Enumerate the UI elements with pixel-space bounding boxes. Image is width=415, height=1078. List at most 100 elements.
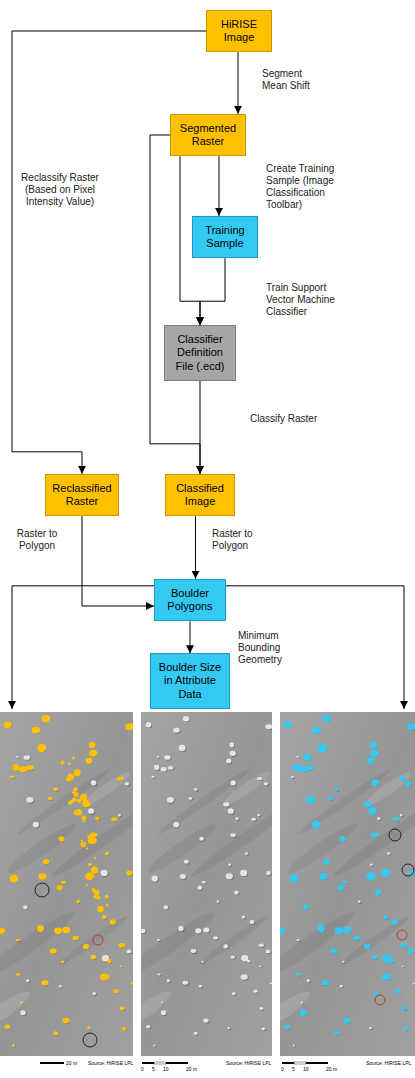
classified-boulder [370, 750, 379, 757]
reclassified-boulder [89, 742, 95, 748]
classified-boulder [318, 744, 327, 753]
boulder [188, 797, 192, 800]
classified-boulder [399, 777, 406, 781]
boulder-shadow [230, 752, 236, 757]
terrain-streak [144, 819, 220, 878]
reclassified-boulder [81, 842, 86, 847]
boulder [203, 1018, 208, 1022]
boulder [217, 900, 220, 902]
box-text: Classifier Definition File (.ecd) [169, 333, 231, 373]
reclassified-boulder [54, 927, 62, 934]
boulder [266, 949, 271, 953]
boulder-shadow [158, 940, 161, 942]
reclassified-boulder [82, 820, 84, 822]
reclassified-boulder [97, 906, 104, 913]
box-text: Segmented Raster [175, 122, 241, 148]
boulder [146, 1025, 150, 1028]
boulder [291, 776, 294, 778]
boulder [318, 926, 323, 931]
boulder-shadow [267, 872, 272, 876]
output-box: Training Sample [192, 216, 258, 258]
highlight-circle [402, 864, 414, 876]
boulder [404, 1027, 408, 1030]
boulder [230, 833, 236, 837]
boulder [108, 959, 111, 962]
classified-boulder [393, 817, 400, 821]
boulder-shadow [414, 983, 415, 985]
boulder [24, 755, 31, 760]
boulder [42, 981, 48, 985]
boulder-shadow [195, 789, 198, 792]
reclassified-boulder [32, 727, 41, 734]
boulder [338, 886, 343, 890]
boulder [241, 955, 248, 962]
reclassified-boulder [86, 758, 93, 764]
edge-label: Reclassify Raster (Based on Pixel Intens… [18, 172, 102, 208]
boulder [240, 870, 247, 876]
boulder [91, 955, 96, 958]
terrain-streak [81, 768, 132, 808]
boulder [183, 716, 190, 722]
boulder-shadow [168, 798, 175, 804]
boulder-shadow [89, 809, 95, 815]
boulder [195, 928, 201, 933]
classified-boulder [371, 832, 379, 837]
boulder-shadow [147, 723, 153, 728]
classified-boulder [284, 721, 292, 728]
boulder [119, 943, 124, 947]
boulder [368, 758, 373, 763]
boulder [48, 797, 52, 800]
panel-content [0, 715, 133, 1047]
boulder [264, 782, 269, 786]
boulder [20, 767, 26, 772]
boulder [92, 992, 96, 995]
boulder [167, 979, 170, 982]
classified-boulder [353, 936, 360, 940]
reclassified-boulder [120, 1007, 125, 1011]
boulder-shadow [254, 991, 258, 994]
boulder [114, 990, 118, 993]
scale-text: 20 m [186, 1066, 197, 1072]
boulder-shadow [258, 815, 261, 818]
reclassified-boulder [86, 847, 88, 849]
classified-boulder [372, 955, 378, 959]
classified-boulder [391, 919, 397, 925]
boulder-shadow [34, 823, 40, 829]
boulder [118, 777, 123, 780]
boulder [344, 1018, 349, 1022]
boulder-shadow [189, 798, 193, 801]
boulder [396, 990, 400, 993]
boulder [16, 939, 19, 941]
boulder-shadow [162, 1011, 168, 1016]
reclassified-boulder [117, 777, 124, 781]
reclassified-boulder [94, 857, 96, 859]
reclassified-boulder [83, 944, 89, 949]
boulder [154, 765, 159, 770]
boulder [157, 973, 160, 975]
boulder [343, 881, 347, 883]
boulder-shadow [401, 815, 404, 818]
boulder [33, 822, 39, 828]
boulder [307, 979, 310, 982]
classified-boulder [292, 764, 299, 771]
boulder [370, 864, 373, 866]
boulder [88, 1027, 91, 1029]
boulder-shadow [27, 798, 34, 804]
boulder-shadow [258, 778, 263, 781]
boulder [199, 985, 202, 987]
boulder-shadow [168, 767, 174, 771]
reclassified-boulder [0, 928, 5, 934]
classified-boulder [284, 1024, 290, 1029]
scale-bar [154, 1062, 166, 1064]
classified-boulder [368, 807, 376, 815]
boulder [120, 966, 122, 967]
reclassified-boulder [90, 955, 96, 959]
boulder-shadow [92, 781, 98, 786]
box-text: Classified Image [170, 482, 230, 508]
boulder [146, 722, 152, 727]
reclassified-boulder [37, 744, 46, 752]
classified-boulder [280, 928, 285, 934]
classified-boulder [367, 758, 374, 765]
reclassified-boulder [81, 840, 83, 842]
